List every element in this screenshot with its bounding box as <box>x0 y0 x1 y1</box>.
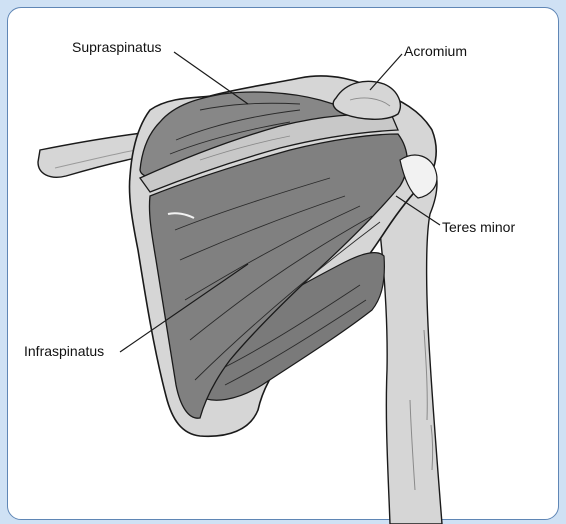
label-teres-minor: Teres minor <box>442 219 515 235</box>
label-supraspinatus: Supraspinatus <box>72 39 162 55</box>
label-acromium: Acromium <box>404 43 467 59</box>
label-infraspinatus: Infraspinatus <box>24 343 104 359</box>
